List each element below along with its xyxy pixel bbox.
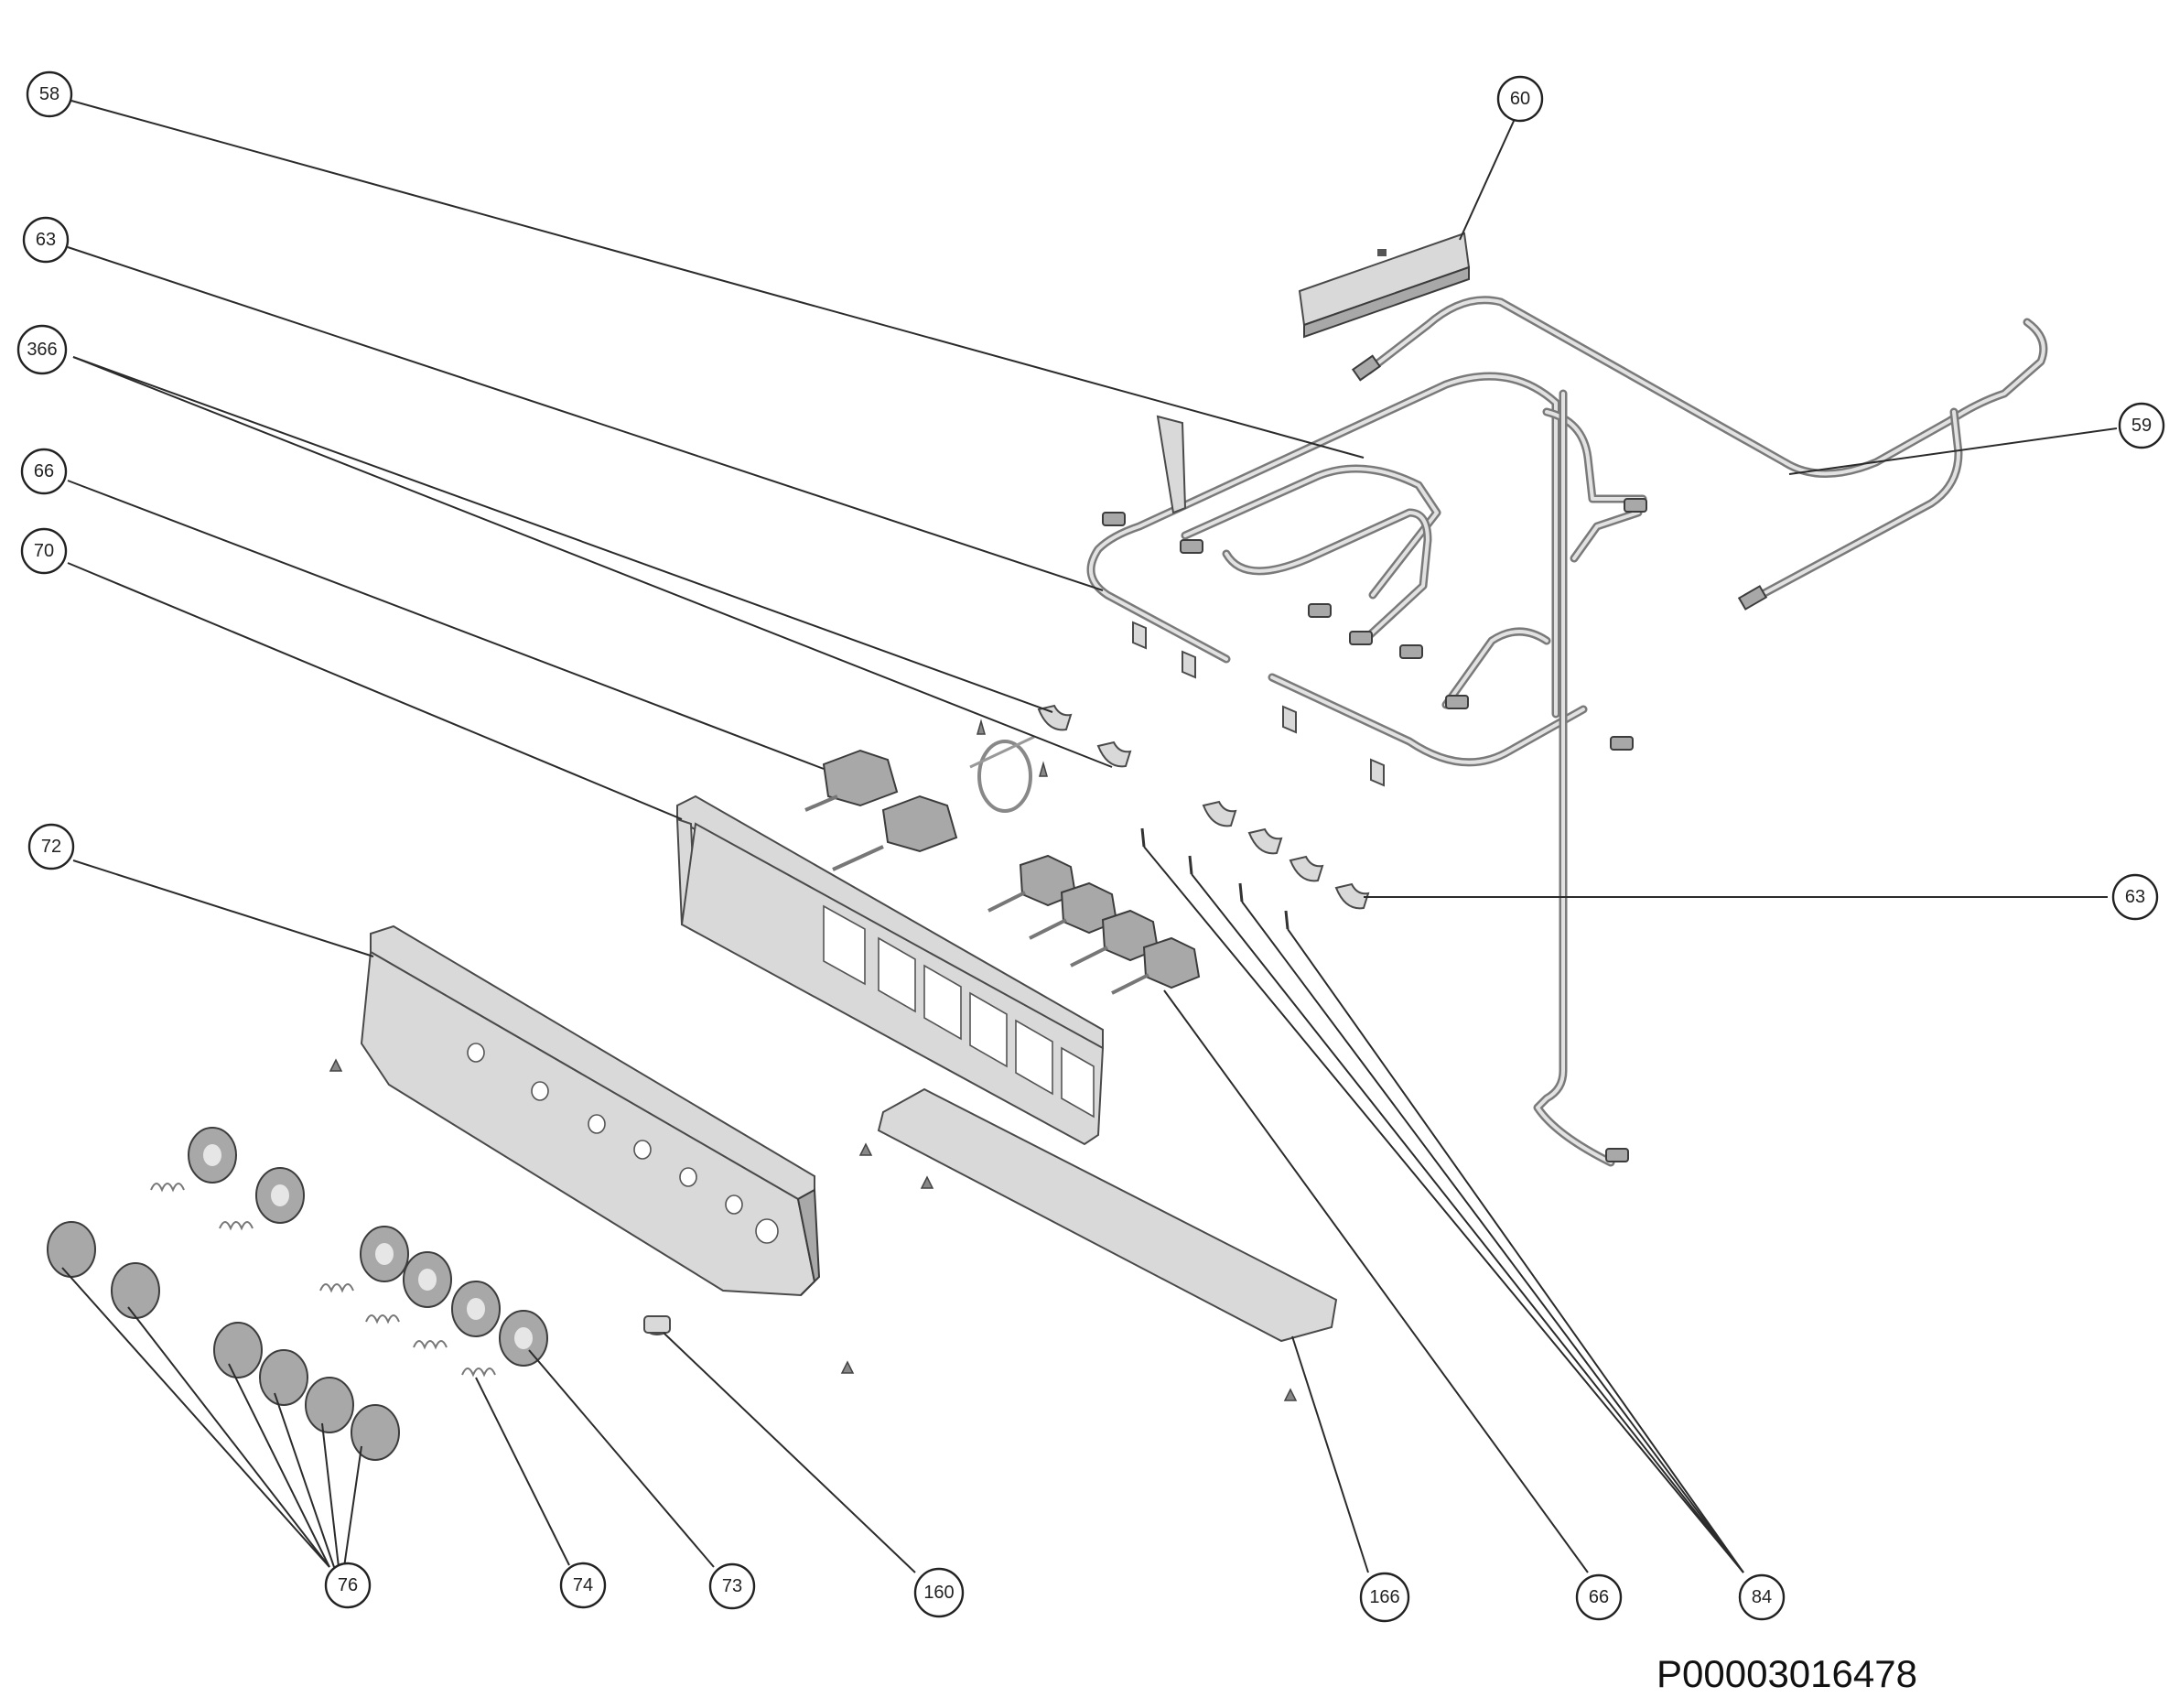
part-cap-160 — [643, 1315, 671, 1335]
part-springs-74 — [150, 1183, 496, 1378]
svg-text:63: 63 — [36, 230, 56, 250]
part-control-panel-72 — [360, 924, 821, 1297]
part-clip-63-c — [1289, 855, 1324, 882]
callout-63-right[interactable]: 63 — [2111, 873, 2159, 921]
callout-366[interactable]: 366 — [16, 324, 68, 375]
part-gas-pipe-59 — [1351, 296, 2048, 611]
svg-text:84: 84 — [1752, 1587, 1772, 1607]
svg-text:58: 58 — [39, 84, 59, 104]
callout-66-bottom[interactable]: 66 — [1575, 1573, 1623, 1621]
callout-72[interactable]: 72 — [27, 823, 75, 870]
part-frame-70 — [675, 795, 1105, 1146]
callout-66-top[interactable]: 66 — [20, 448, 68, 495]
callout-166[interactable]: 166 — [1359, 1572, 1410, 1623]
svg-text:63: 63 — [2125, 887, 2145, 907]
svg-text:160: 160 — [923, 1583, 954, 1603]
part-strip-166 — [877, 1087, 1338, 1343]
part-clip-63-d — [1334, 882, 1370, 910]
part-clip-366-b — [1096, 740, 1132, 768]
part-valves-66 — [804, 735, 1035, 871]
callout-58[interactable]: 58 — [26, 70, 73, 118]
part-clip-63-a — [1202, 800, 1237, 827]
svg-text:73: 73 — [722, 1576, 742, 1596]
callout-74[interactable]: 74 — [559, 1562, 607, 1609]
part-clip-63-b — [1247, 827, 1283, 855]
svg-text:366: 366 — [27, 340, 57, 360]
svg-text:66: 66 — [34, 461, 54, 481]
callout-70[interactable]: 70 — [20, 527, 68, 575]
callouts: 58 63 366 66 70 72 60 59 63 76 74 73 160… — [16, 70, 2165, 1623]
part-pins-84 — [1140, 827, 1290, 930]
callout-60[interactable]: 60 — [1496, 75, 1544, 123]
callout-76[interactable]: 76 — [324, 1562, 372, 1609]
callout-63-top[interactable]: 63 — [22, 216, 70, 264]
callout-59[interactable]: 59 — [2118, 402, 2165, 449]
callout-160[interactable]: 160 — [913, 1567, 965, 1618]
parts-artwork — [47, 232, 2048, 1461]
callout-73[interactable]: 73 — [708, 1562, 756, 1610]
part-manifold-58 — [1086, 372, 1647, 1167]
part-bezels-73 — [188, 1127, 548, 1367]
svg-text:70: 70 — [34, 541, 54, 561]
part-knobs-76 — [47, 1221, 400, 1461]
svg-text:76: 76 — [338, 1575, 358, 1595]
svg-text:66: 66 — [1589, 1587, 1609, 1607]
drawing-code-label: P00003016478 — [1656, 1652, 1917, 1695]
svg-text:74: 74 — [573, 1575, 593, 1595]
svg-text:60: 60 — [1510, 89, 1530, 109]
leader-lines — [61, 100, 2118, 1573]
part-clip-366-a — [1037, 704, 1073, 731]
svg-text:59: 59 — [2131, 416, 2152, 436]
svg-text:166: 166 — [1369, 1587, 1399, 1607]
part-screws — [329, 719, 1298, 1401]
svg-text:72: 72 — [41, 837, 61, 857]
callout-84[interactable]: 84 — [1738, 1573, 1786, 1621]
part-burner-valves-66 — [987, 854, 1201, 995]
part-block-60 — [1298, 232, 1471, 339]
